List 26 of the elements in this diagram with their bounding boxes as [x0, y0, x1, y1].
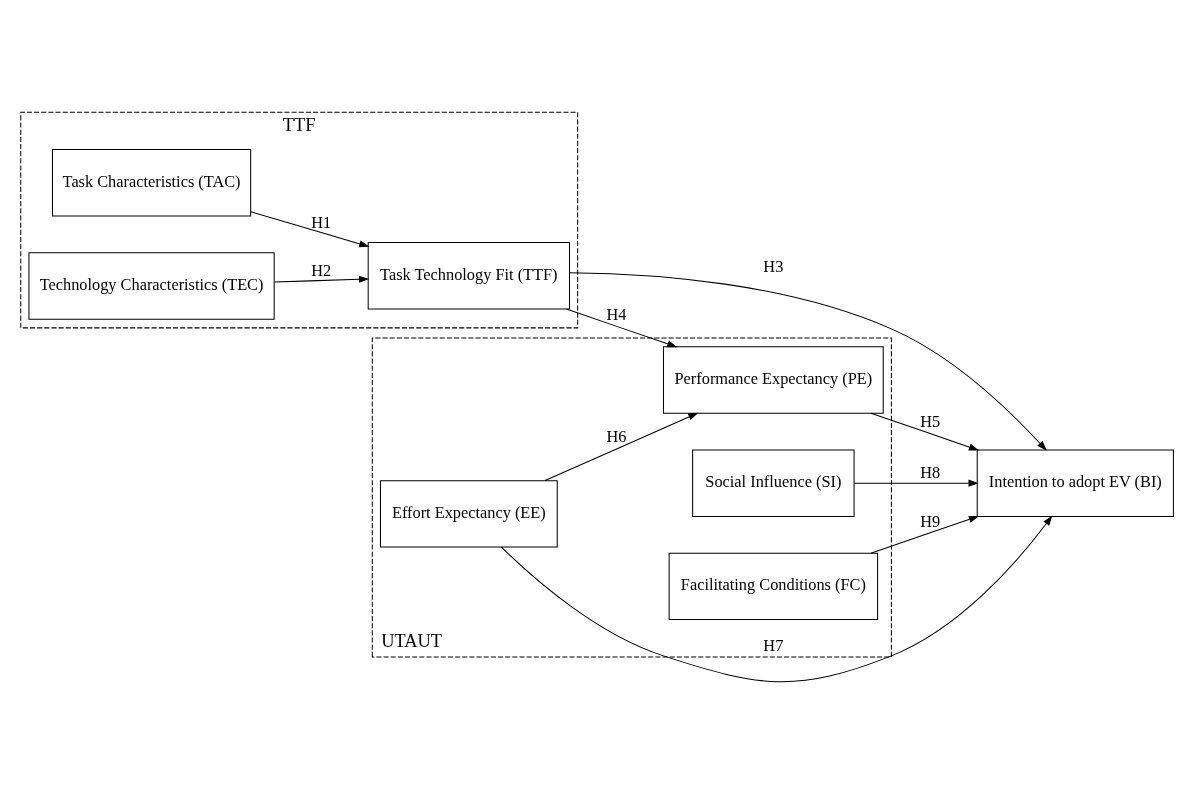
arrow — [500, 515, 1053, 683]
edge-label: H2 — [311, 260, 332, 280]
node-box: Task Technology Fit (TTF) — [367, 242, 570, 310]
edge-label: H6 — [606, 427, 627, 447]
edge-label: H4 — [606, 304, 627, 324]
node-box: Performance Expectancy (PE) — [663, 346, 884, 414]
arrow — [565, 308, 678, 348]
node-box: Social Influence (SI) — [692, 449, 855, 517]
edge-label: H7 — [763, 635, 784, 655]
arrow — [870, 412, 980, 451]
arrow — [250, 211, 370, 248]
node-box: Intention to adopt EV (BI) — [976, 449, 1174, 517]
arrow — [870, 515, 980, 554]
arrow — [569, 272, 1047, 451]
node-box: Technology Characteristics (TEC) — [28, 252, 275, 320]
edge-label: H8 — [920, 462, 941, 482]
edge-label: H1 — [311, 212, 332, 232]
edge-label: H3 — [763, 257, 784, 277]
arrow — [853, 479, 979, 487]
node-box: Task Characteristics (TAC) — [51, 149, 252, 217]
edge-label: H9 — [920, 511, 941, 531]
node-box: Facilitating Conditions (FC) — [668, 552, 879, 621]
arrow — [544, 412, 699, 482]
node-box: Effort Expectancy (EE) — [379, 480, 558, 548]
edge-label: H5 — [920, 411, 941, 431]
arrow — [273, 275, 370, 283]
